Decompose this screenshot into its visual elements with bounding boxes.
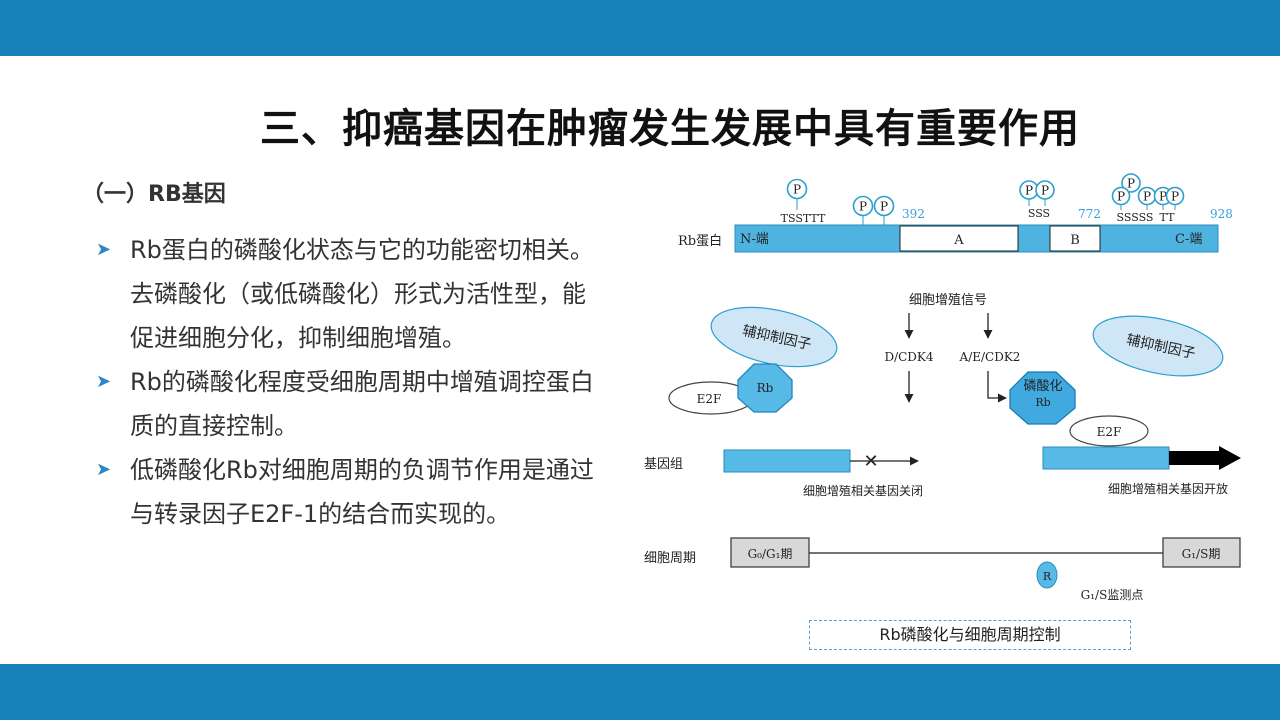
- arrow-bullet-icon: ➤: [96, 459, 112, 480]
- restriction-point-marker: [1036, 561, 1058, 589]
- section-heading: （一）RB基因: [82, 182, 226, 207]
- phosphate-bubble: P: [1035, 180, 1055, 206]
- bottom-band: [0, 664, 1280, 720]
- domain-b-label: B: [1070, 233, 1080, 248]
- bullet-list: ➤ Rb蛋白的磷酸化状态与它的功能密切相关。去磷酸化（或低磷酸化）形式为活性型，…: [96, 228, 606, 536]
- n-terminal-label: N-端: [740, 232, 769, 247]
- arrow-bullet-icon: ➤: [96, 371, 112, 392]
- slide-title: 三、抑癌基因在肿瘤发生发展中具有重要作用: [260, 106, 1080, 152]
- phosphate-bubble: P: [873, 195, 895, 226]
- phospho-rb-octagon: [1009, 371, 1076, 425]
- bullet-text: 低磷酸化Rb对细胞周期的负调节作用是通过与转录因子E2F-1的结合而实现的。: [130, 456, 594, 528]
- gene-box-on: [1042, 446, 1170, 470]
- genes-off-label: 细胞增殖相关基因关闭: [803, 483, 923, 498]
- top-band: [0, 0, 1280, 56]
- phosphate-bubble: P: [1137, 186, 1157, 210]
- cdk4-label: D/CDK4: [884, 350, 933, 364]
- phosphate-bubble: P: [1111, 186, 1131, 210]
- g0-g1-label: G₀/G₁期: [748, 547, 793, 561]
- gene-box-off: [723, 449, 851, 473]
- rb-octagon: [737, 363, 793, 413]
- svg-text:P: P: [1117, 190, 1125, 204]
- proliferation-signal-label: 细胞增殖信号: [909, 292, 987, 308]
- checkpoint-label: G₁/S监测点: [1081, 588, 1144, 602]
- domain-a-box: [899, 225, 1019, 252]
- transcription-active-arrow-head: [1219, 446, 1241, 470]
- protein-row-label: Rb蛋白: [678, 233, 722, 249]
- cell-cycle-label: 细胞周期: [644, 551, 696, 566]
- domain-b-box: [1049, 225, 1101, 252]
- svg-text:P: P: [880, 200, 888, 214]
- rb-phosphorylation-diagram: Rb蛋白 N-端 C-端 A B 392 772 928 TSSTTT SSS …: [630, 168, 1250, 658]
- phosphate-bubble: P: [1121, 173, 1141, 193]
- cdk2-arrow: [987, 371, 1007, 403]
- genome-label: 基因组: [644, 457, 683, 472]
- genes-on-label: 细胞增殖相关基因开放: [1108, 481, 1228, 496]
- bullet-item: ➤ Rb的磷酸化程度受细胞周期中增殖调控蛋白质的直接控制。: [96, 360, 606, 448]
- bullet-text: Rb蛋白的磷酸化状态与它的功能密切相关。去磷酸化（或低磷酸化）形式为活性型，能促…: [130, 236, 594, 352]
- e2f-label-left: E2F: [697, 392, 722, 406]
- phosphate-bubble: P: [1165, 186, 1185, 210]
- bullet-item: ➤ Rb蛋白的磷酸化状态与它的功能密切相关。去磷酸化（或低磷酸化）形式为活性型，…: [96, 228, 606, 360]
- site-label-sss: SSS: [1028, 207, 1050, 220]
- phosphate-bubble: P: [786, 178, 808, 210]
- diagram-caption: Rb磷酸化与细胞周期控制: [809, 620, 1131, 650]
- transcription-active-arrow-shaft: [1169, 451, 1219, 465]
- g1-s-label: G₁/S期: [1182, 547, 1221, 561]
- restriction-point-label: R: [1043, 570, 1052, 583]
- cdk2-label: A/E/CDK2: [959, 350, 1021, 364]
- position-928-label: 928: [1210, 207, 1233, 221]
- phospho-rb-sub-label: Rb: [1035, 396, 1050, 409]
- svg-text:P: P: [1025, 184, 1033, 198]
- arrow-bullet-icon: ➤: [96, 239, 112, 260]
- position-772-label: 772: [1078, 207, 1101, 221]
- c-terminal-label: C-端: [1175, 232, 1202, 247]
- g0-g1-box: [730, 537, 810, 568]
- site-label-tt: TT: [1160, 211, 1176, 224]
- site-label-sssss: SSSSS: [1117, 211, 1154, 224]
- site-label-tssttt: TSSTTT: [781, 212, 826, 225]
- bullet-item: ➤ 低磷酸化Rb对细胞周期的负调节作用是通过与转录因子E2F-1的结合而实现的。: [96, 448, 606, 536]
- position-392-label: 392: [902, 207, 925, 221]
- svg-text:P: P: [1041, 184, 1049, 198]
- g1-s-box: [1162, 537, 1241, 568]
- svg-text:P: P: [1171, 190, 1179, 204]
- svg-text:P: P: [793, 183, 801, 197]
- phospho-rb-label: 磷酸化: [1023, 379, 1062, 394]
- e2f-oval-right: [1069, 415, 1149, 447]
- svg-text:P: P: [1127, 177, 1135, 191]
- corepressor-oval-right: [1092, 315, 1224, 377]
- e2f-label-right: E2F: [1097, 425, 1122, 439]
- svg-text:P: P: [859, 200, 867, 214]
- bullet-text: Rb的磷酸化程度受细胞周期中增殖调控蛋白质的直接控制。: [130, 368, 594, 440]
- phosphate-bubble: P: [1019, 180, 1039, 206]
- block-mark-icon: ✕: [863, 451, 878, 472]
- domain-a-label: A: [953, 233, 964, 248]
- phosphate-bubble: P: [852, 195, 874, 226]
- svg-text:P: P: [1159, 190, 1167, 204]
- rb-label: Rb: [757, 381, 774, 395]
- svg-text:P: P: [1143, 190, 1151, 204]
